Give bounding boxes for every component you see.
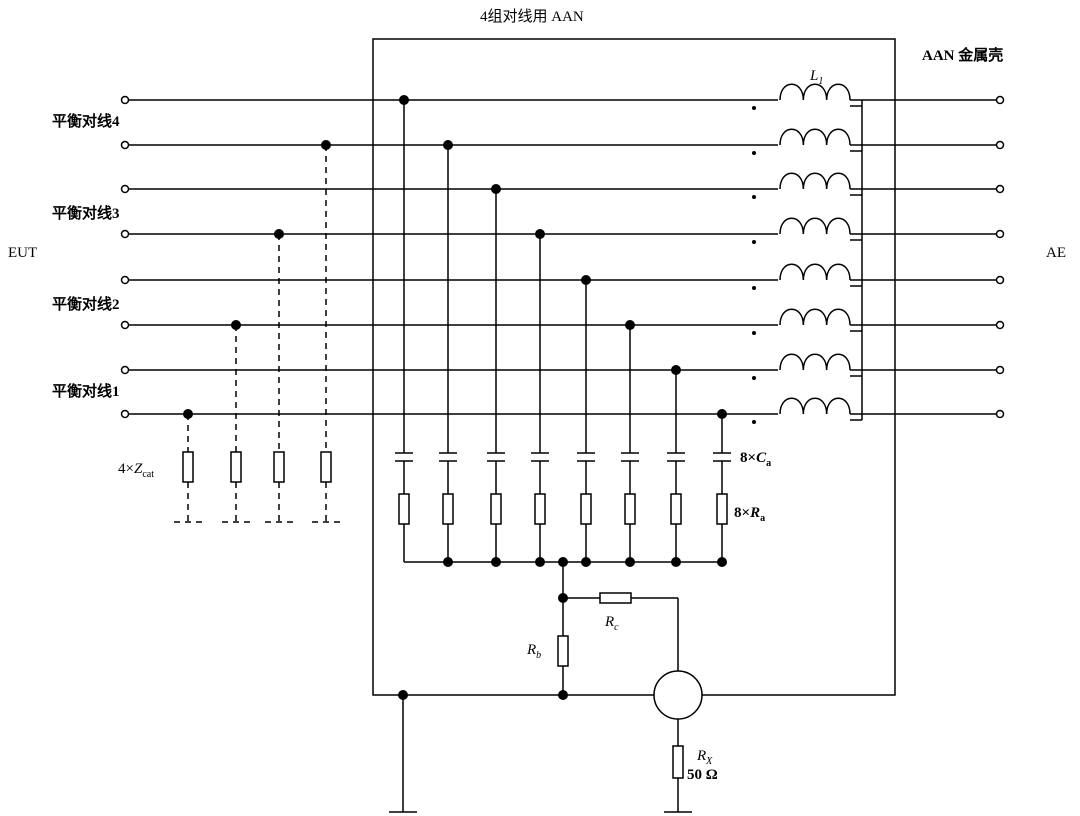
- ra-label: 8×Ra: [734, 505, 765, 524]
- inductor-coil: [779, 397, 851, 415]
- inductor-coil: [779, 172, 851, 190]
- inductor-coil: [779, 353, 851, 371]
- ra-resistor: [624, 493, 636, 525]
- pair-label-4: 平衡对线4: [52, 112, 120, 130]
- diagram-title: 4组对线用 AAN: [480, 8, 584, 25]
- ra-resistor: [716, 493, 728, 525]
- polarity-dot: [752, 286, 756, 290]
- eut-terminal: [120, 95, 130, 105]
- inductor-coil: [779, 263, 851, 281]
- aan-enclosure: [372, 38, 896, 696]
- polarity-dot: [752, 106, 756, 110]
- rx-resistor: [672, 745, 684, 779]
- ae-terminal: [995, 140, 1005, 150]
- rb-label: Rb: [526, 642, 541, 661]
- inductor-coil: [779, 128, 851, 146]
- polarity-dot: [752, 151, 756, 155]
- pair-label-2: 平衡对线2: [52, 295, 120, 313]
- enclosure-label: AAN 金属壳: [922, 46, 1003, 64]
- inductor-coil: [779, 217, 851, 235]
- eut-terminal: [120, 365, 130, 375]
- rc-resistor: [599, 592, 632, 604]
- pair-label-3: 平衡对线3: [52, 204, 120, 222]
- ra-resistor: [670, 493, 682, 525]
- pair-label-1: 平衡对线1: [52, 382, 120, 400]
- ra-resistor: [534, 493, 546, 525]
- ae-terminal: [995, 275, 1005, 285]
- eut-terminal: [120, 184, 130, 194]
- eut-label: EUT: [8, 245, 37, 261]
- polarity-dot: [752, 376, 756, 380]
- ae-terminal: [995, 320, 1005, 330]
- ae-label: AE: [1046, 245, 1066, 261]
- ae-terminal: [995, 409, 1005, 419]
- ae-terminal: [995, 365, 1005, 375]
- ae-terminal: [995, 184, 1005, 194]
- inductor-label: L1: [809, 68, 823, 87]
- ra-resistor: [398, 493, 410, 525]
- eut-terminal: [120, 275, 130, 285]
- capacitor-label: 8×Ca: [740, 450, 771, 469]
- polarity-dot: [752, 331, 756, 335]
- zcat-resistor: [320, 451, 332, 483]
- ra-resistor: [490, 493, 502, 525]
- zcat-resistor: [230, 451, 242, 483]
- polarity-dot: [752, 420, 756, 424]
- inductor-coil: [779, 308, 851, 326]
- inductor-coil: [779, 83, 851, 101]
- polarity-dot: [752, 195, 756, 199]
- rb-resistor: [557, 635, 569, 667]
- rc-label: Rc: [604, 614, 619, 633]
- measuring-receiver: [653, 670, 703, 720]
- ra-resistor: [580, 493, 592, 525]
- eut-terminal: [120, 320, 130, 330]
- ae-terminal: [995, 229, 1005, 239]
- zcat-label: 4×Zcat: [118, 461, 154, 480]
- eut-terminal: [120, 409, 130, 419]
- rx-label: RX: [696, 748, 713, 767]
- rb-ground-dot: [558, 690, 568, 700]
- zcat-resistor: [182, 451, 194, 483]
- eut-terminal: [120, 140, 130, 150]
- ae-terminal: [995, 95, 1005, 105]
- eut-terminal: [120, 229, 130, 239]
- polarity-dot: [752, 240, 756, 244]
- zcat-resistor: [273, 451, 285, 483]
- rx-value: 50 Ω: [687, 767, 718, 783]
- ra-resistor: [442, 493, 454, 525]
